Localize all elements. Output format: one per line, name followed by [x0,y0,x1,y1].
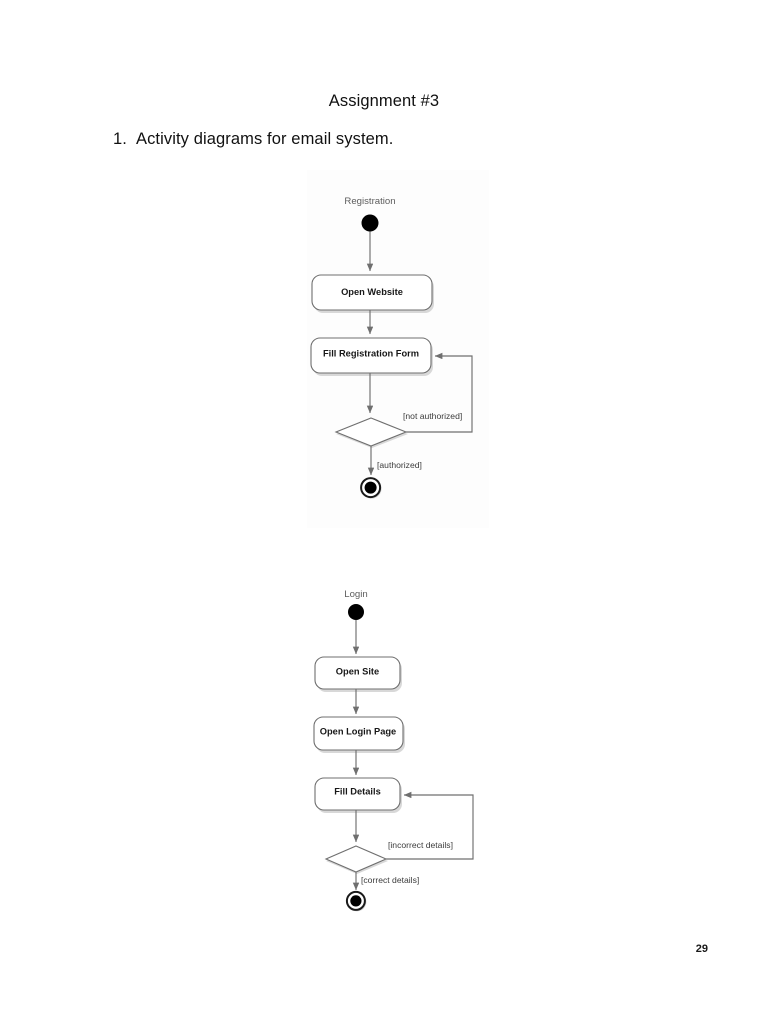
final-node [360,477,382,499]
guard-label-authorized: [authorized] [377,460,422,470]
guard-label-correct-details: [correct details] [361,875,419,885]
registration-diagram-canvas: Registration Open Website Fill Registrat… [310,196,473,499]
item-text: Activity diagrams for email system. [135,130,394,148]
action-label: Fill Details [334,786,381,796]
action-open-site: Open Site [314,656,402,692]
action-label: Fill Registration Form [323,348,419,358]
flow-not-authorized-loopback [406,352,473,433]
assignment-item-1: 1. Activity diagrams for email system. [113,130,393,149]
guard-label-incorrect-details: [incorrect details] [388,840,453,850]
initial-node [348,604,364,620]
page-title: Assignment #3 [328,92,440,110]
flow-incorrect-details-loopback [386,791,474,860]
guard-label-not-authorized: [not authorized] [403,411,462,421]
action-label: Open Website [341,287,403,297]
action-open-login-page: Open Login Page [313,716,405,753]
action-label: Open Site [336,666,379,676]
diagram-title: Login [344,589,367,600]
action-open-website: Open Website [311,274,434,313]
action-label: Open Login Page [320,726,396,736]
registration-activity-diagram: Registration Open Website Fill Registrat… [307,170,489,528]
final-node [345,890,367,912]
page-number: 29 [695,943,708,955]
diagram-title: Registration [344,196,395,207]
details-validation-decision [324,845,388,874]
action-fill-details: Fill Details [314,777,402,813]
item-number: 1. [113,130,127,148]
action-fill-registration-form: Fill Registration Form [310,337,433,376]
login-diagram-canvas: Login Open Site Open Login Page [313,589,474,912]
initial-node [361,214,379,232]
login-activity-diagram: Login Open Site Open Login Page [300,580,485,920]
authorization-decision [334,417,408,448]
